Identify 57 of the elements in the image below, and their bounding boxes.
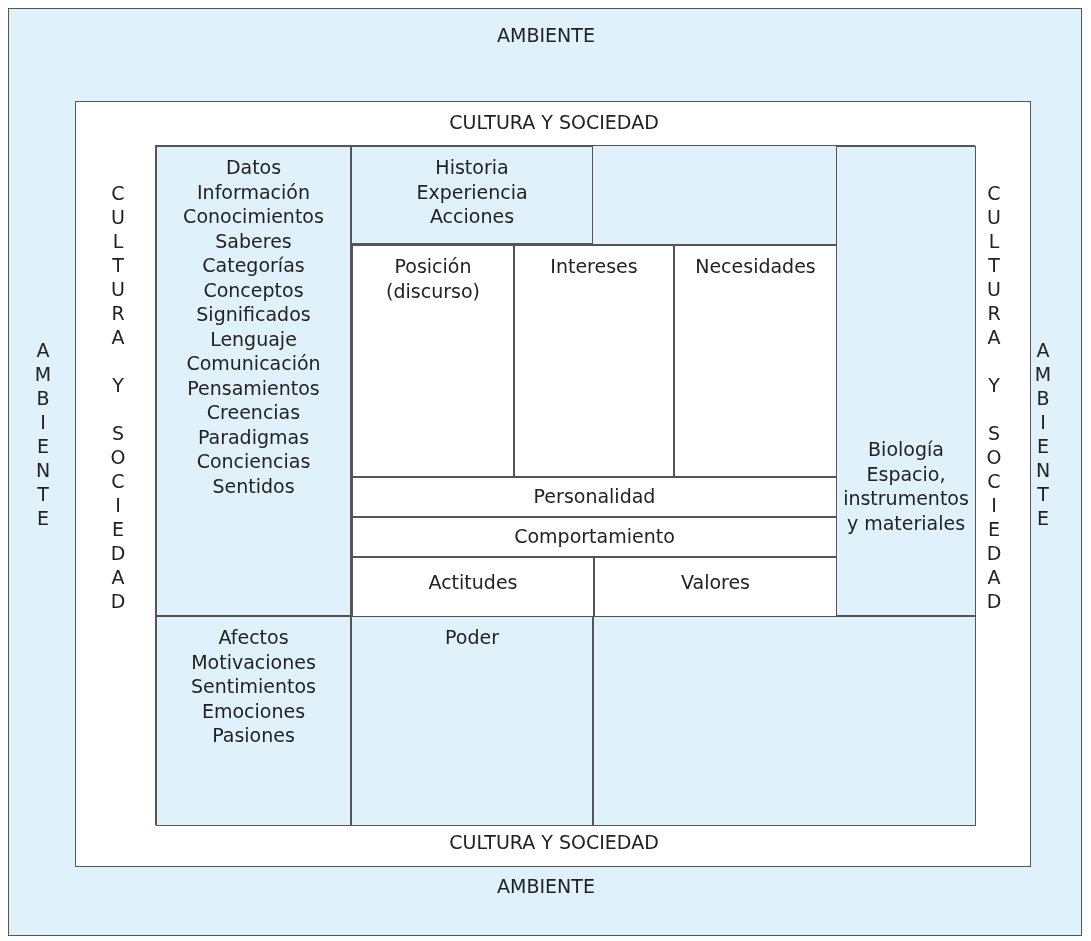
cell: [593, 616, 976, 826]
outer-frame: [8, 8, 1082, 936]
list-item: Sentidos: [212, 473, 295, 498]
list-item: Significados: [196, 302, 311, 327]
inner-frame: [75, 101, 1031, 867]
list-item: Afectos: [218, 625, 289, 650]
cell: [674, 245, 837, 477]
list-item: Lenguaje: [210, 326, 297, 351]
list-item: Datos: [225, 155, 282, 180]
list-item: Paradigmas: [197, 424, 310, 449]
cell: [352, 245, 514, 477]
list-item: Biología: [868, 437, 944, 462]
list-item: Historia: [435, 155, 509, 180]
cell: [351, 146, 593, 244]
vertical-label: AMBIENTE: [1031, 339, 1055, 531]
cell-label: Posición (discurso): [385, 254, 481, 303]
list-item: Pasiones: [212, 723, 295, 748]
cell: [352, 517, 837, 557]
vertical-label: AMBIENTE: [31, 339, 55, 531]
frame-label: AMBIENTE: [496, 23, 596, 47]
list-item: Comunicación: [186, 351, 321, 376]
list-item: Información: [197, 179, 310, 204]
list-item: Emociones: [201, 698, 306, 723]
cell-label: Poder: [445, 625, 499, 650]
cell-label: Necesidades: [695, 254, 816, 279]
cell: [352, 477, 837, 517]
list-item: Motivaciones: [191, 649, 316, 674]
frame-label: AMBIENTE: [496, 874, 596, 898]
cell: [156, 146, 351, 616]
list-item: Sentimientos: [191, 674, 316, 699]
grid-panel: [155, 145, 975, 825]
cell: [836, 146, 976, 616]
frame-label: CULTURA Y SOCIEDAD: [448, 110, 660, 134]
list-item: Creencias: [206, 400, 301, 425]
vertical-label: CULTURA Y SOCIEDAD: [106, 182, 130, 614]
cell-label: Personalidad: [533, 484, 656, 509]
list-item: Conciencias: [196, 449, 311, 474]
list-item: Acciones: [429, 204, 515, 229]
list-item: Categorías: [202, 253, 305, 278]
list-item: Conceptos: [203, 277, 304, 302]
cell: [514, 245, 674, 477]
cell: [351, 616, 593, 826]
cell: [352, 557, 594, 617]
list-item: Espacio, instrumentos y materiales: [842, 461, 970, 535]
cell-label: Comportamiento: [514, 524, 675, 549]
cell-label: Actitudes: [428, 570, 518, 595]
cell-label: Intereses: [550, 254, 638, 279]
cell-group: [351, 244, 836, 616]
list-item: Conocimientos: [183, 204, 324, 229]
frame-label: CULTURA Y SOCIEDAD: [448, 830, 660, 854]
list-item: Saberes: [215, 228, 292, 253]
cell: [156, 616, 351, 826]
cell: [594, 557, 837, 617]
list-item: Pensamientos: [187, 375, 320, 400]
list-item: Experiencia: [416, 179, 528, 204]
vertical-label: CULTURA Y SOCIEDAD: [982, 182, 1006, 614]
cell-label: Valores: [680, 570, 751, 595]
